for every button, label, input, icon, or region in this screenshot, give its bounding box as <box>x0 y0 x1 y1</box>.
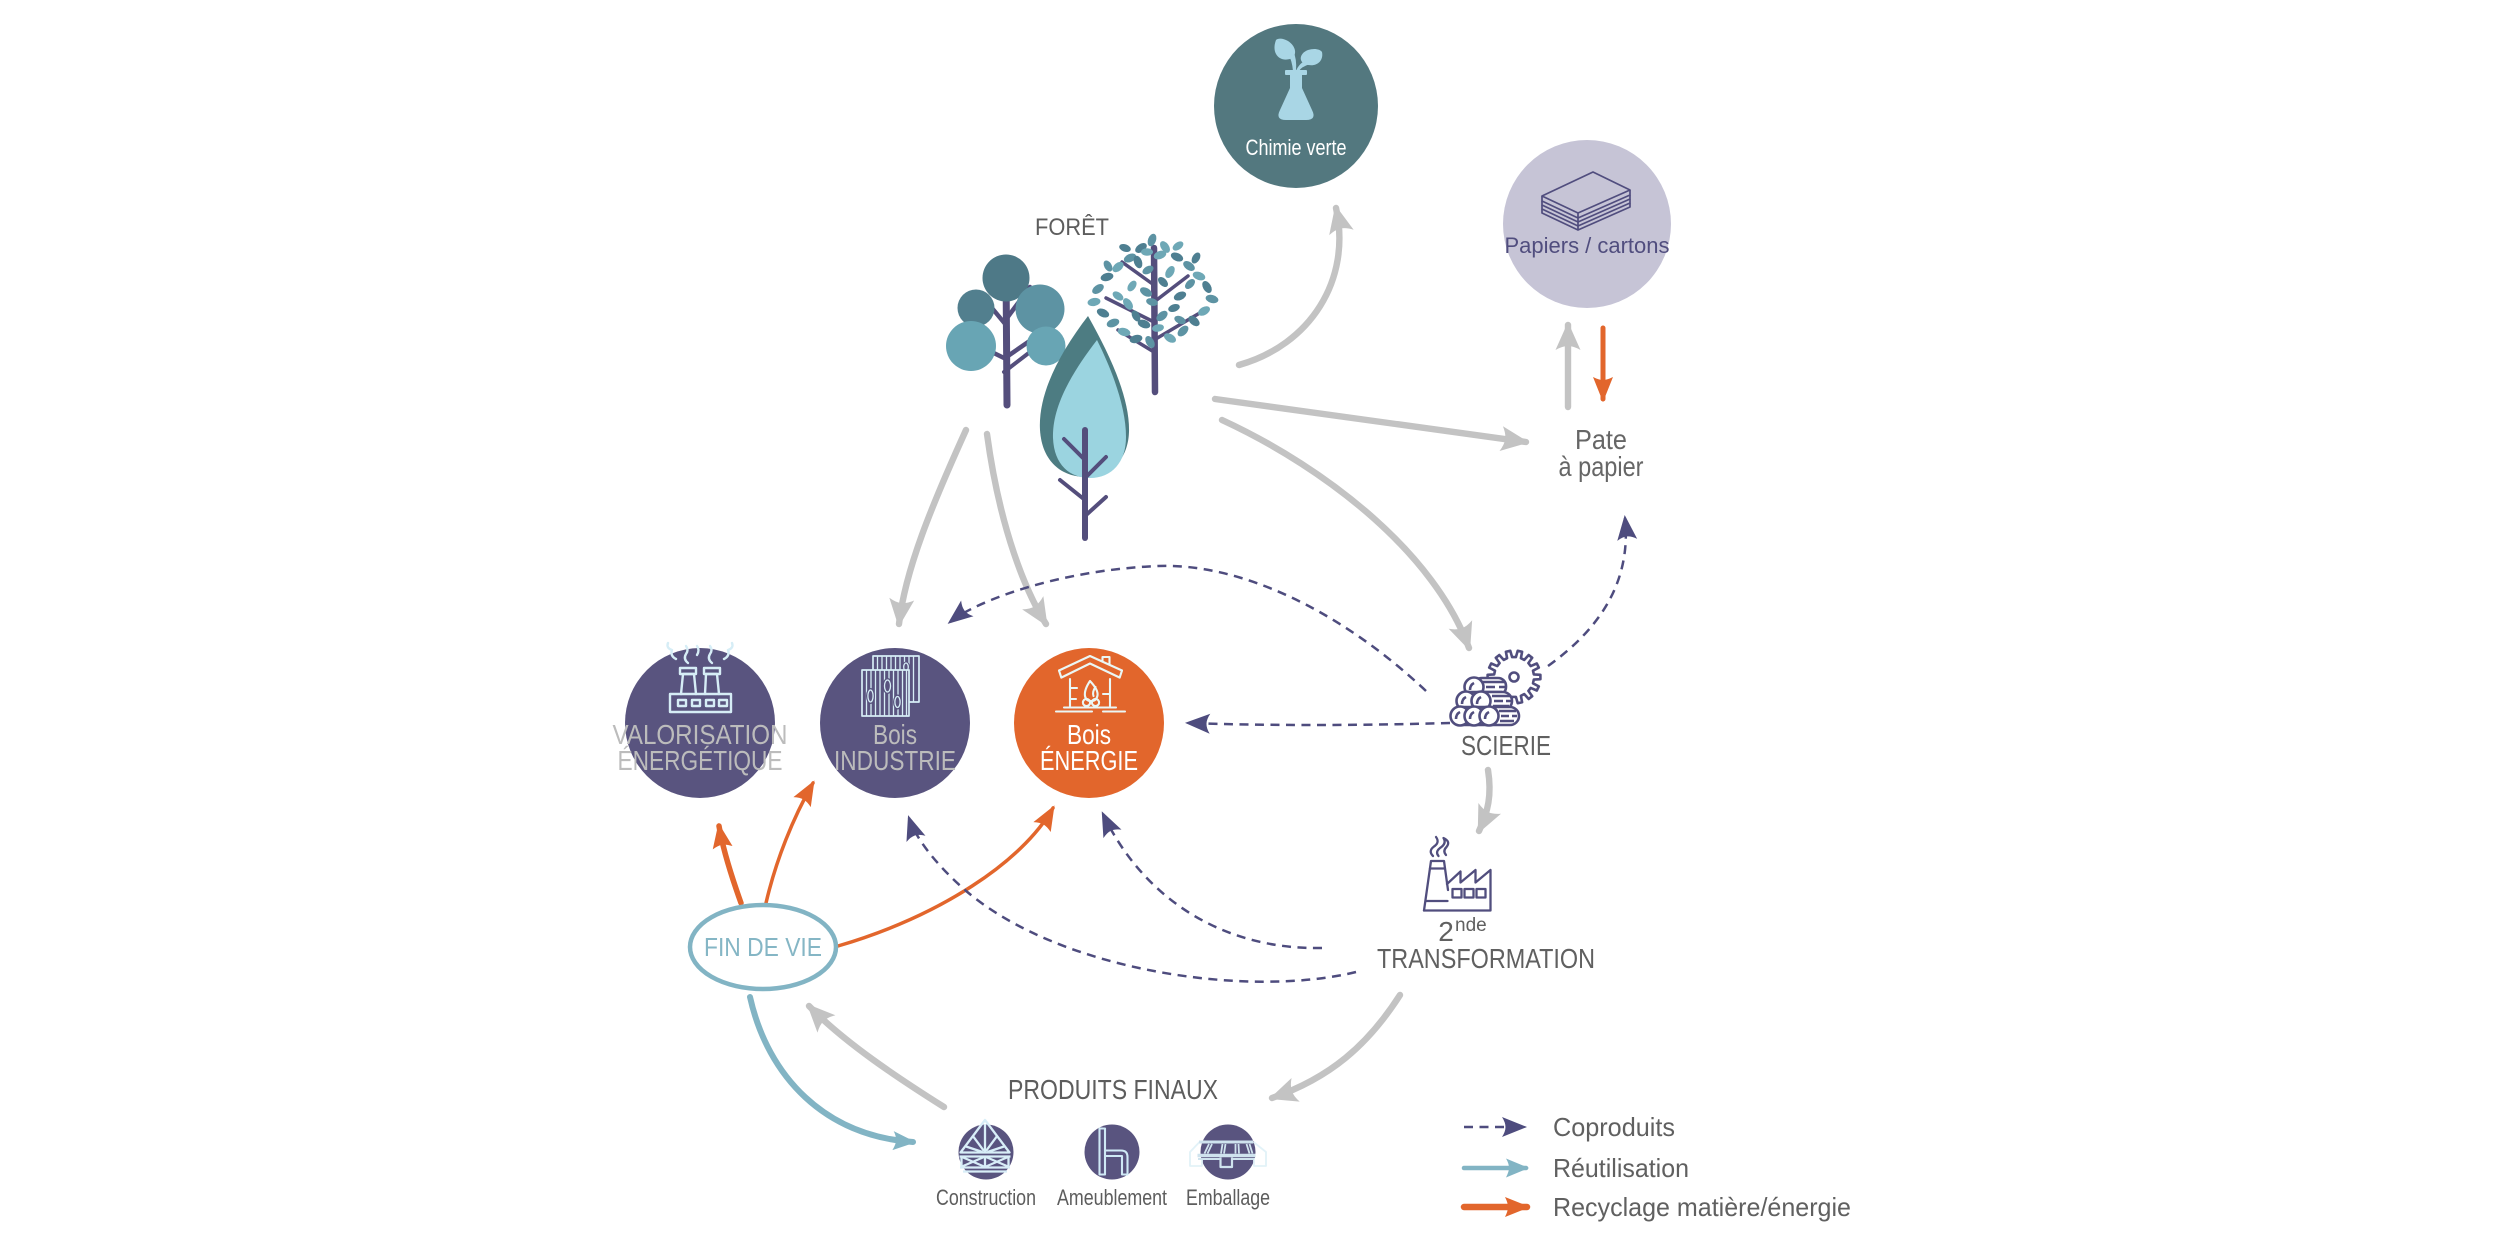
svg-text:Chimie verte: Chimie verte <box>1246 135 1347 160</box>
svg-text:FORÊT: FORÊT <box>1035 214 1109 241</box>
svg-text:Réutilisation: Réutilisation <box>1553 1153 1689 1183</box>
svg-text:SCIERIE: SCIERIE <box>1461 730 1551 761</box>
svg-text:Coproduits: Coproduits <box>1553 1112 1675 1142</box>
svg-text:Construction: Construction <box>936 1185 1036 1210</box>
svg-text:ÉNERGÉTIQUE: ÉNERGÉTIQUE <box>618 745 783 776</box>
svg-text:Emballage: Emballage <box>1186 1185 1270 1210</box>
svg-text:Ameublement: Ameublement <box>1057 1185 1167 1210</box>
svg-text:TRANSFORMATION: TRANSFORMATION <box>1377 943 1595 974</box>
svg-text:ÉNERGIE: ÉNERGIE <box>1040 745 1138 776</box>
svg-text:Recyclage matière/énergie: Recyclage matière/énergie <box>1553 1192 1851 1222</box>
svg-text:FIN DE VIE: FIN DE VIE <box>704 932 822 962</box>
svg-text:2: 2 <box>1438 916 1454 947</box>
svg-text:INDUSTRIE: INDUSTRIE <box>834 745 956 776</box>
svg-text:Pate: Pate <box>1575 424 1627 455</box>
svg-text:à papier: à papier <box>1559 451 1644 482</box>
svg-text:VALORISATION: VALORISATION <box>613 719 788 750</box>
svg-text:Papiers / cartons: Papiers / cartons <box>1505 233 1670 258</box>
svg-text:Bois: Bois <box>1067 719 1111 750</box>
svg-text:PRODUITS FINAUX: PRODUITS FINAUX <box>1008 1074 1218 1105</box>
svg-text:Bois: Bois <box>873 719 917 750</box>
svg-text:nde: nde <box>1455 915 1487 936</box>
